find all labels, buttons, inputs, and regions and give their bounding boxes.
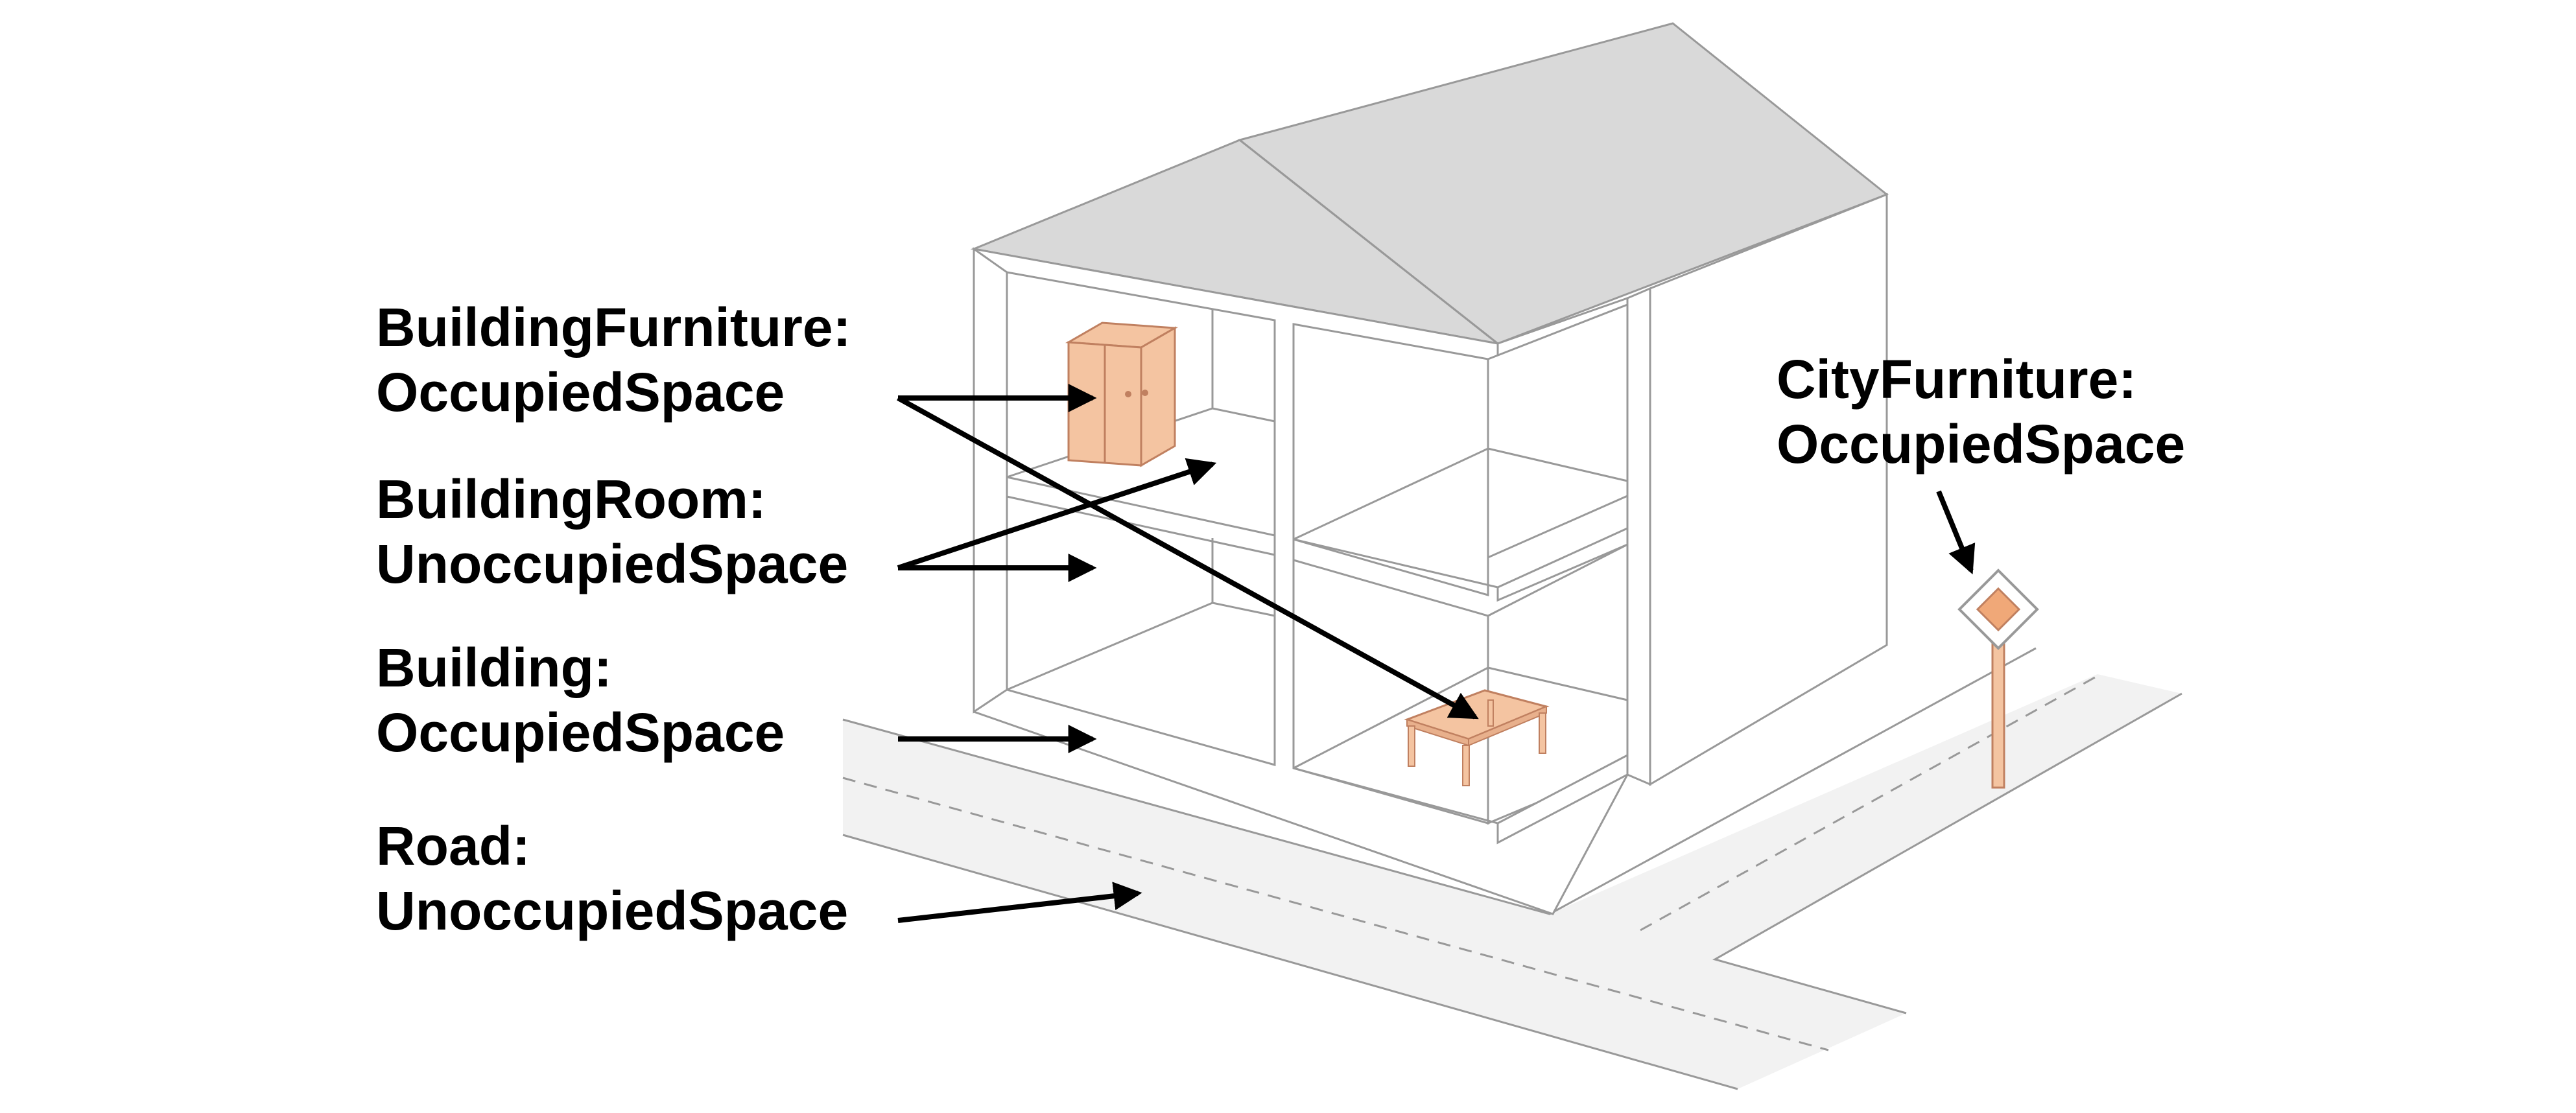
label-building-space: OccupiedSpace <box>376 702 785 763</box>
road-surface <box>842 647 2182 1090</box>
table-icon <box>1404 689 1550 786</box>
road-sign-icon <box>1957 568 2039 789</box>
label-building-room-type: BuildingRoom: <box>376 469 766 530</box>
label-road-type: Road: <box>376 815 530 876</box>
wardrobe-icon <box>1065 322 1178 467</box>
label-city-furniture-type: CityFurniture: <box>1777 349 2137 410</box>
label-building-room: BuildingRoom: UnoccupiedSpace <box>376 467 848 596</box>
label-building-furniture-space: OccupiedSpace <box>376 362 785 423</box>
building <box>970 22 1889 915</box>
label-road: Road: UnoccupiedSpace <box>376 814 848 943</box>
label-building-room-space: UnoccupiedSpace <box>376 533 849 594</box>
arrow-road <box>897 882 1142 923</box>
label-building-furniture-type: BuildingFurniture: <box>376 297 851 358</box>
label-city-furniture-space: OccupiedSpace <box>1777 414 2186 474</box>
road-center-line <box>842 673 2101 1051</box>
label-city-furniture: CityFurniture: OccupiedSpace <box>1777 347 2185 476</box>
label-road-space: UnoccupiedSpace <box>376 880 849 941</box>
side-wall <box>1649 193 1888 786</box>
annotation-arrows <box>897 384 1976 923</box>
arrow-furniture-table <box>897 395 1479 720</box>
arrow-city-furniture <box>1936 490 1976 575</box>
label-building: Building: OccupiedSpace <box>376 635 785 765</box>
label-building-furniture: BuildingFurniture: OccupiedSpace <box>376 295 851 425</box>
label-building-type: Building: <box>376 637 612 698</box>
arrow-room-upper <box>897 458 1217 570</box>
